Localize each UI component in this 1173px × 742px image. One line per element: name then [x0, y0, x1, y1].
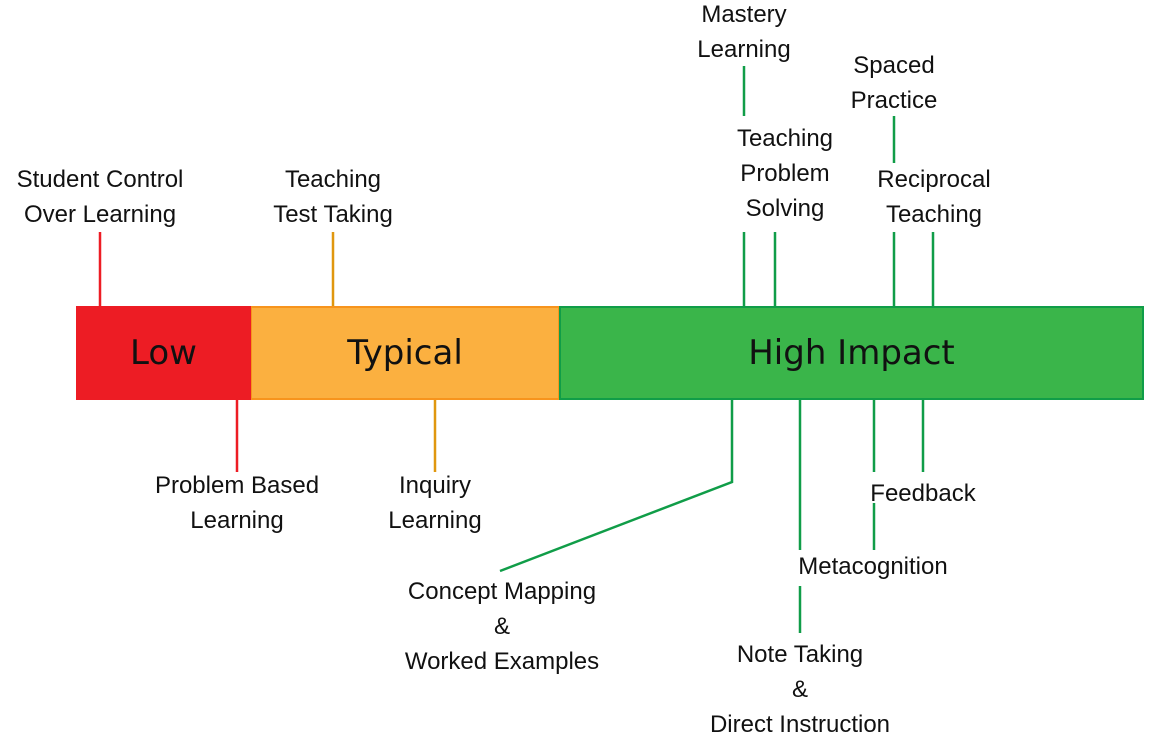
label-problem-based-learning: Problem Based Learning: [154, 472, 320, 534]
label-feedback: Feedback: [870, 480, 976, 507]
segment-high-impact: High Impact: [559, 306, 1144, 400]
label-reciprocal-teaching: Reciprocal Teaching: [877, 166, 991, 228]
segment-typical-label: Typical: [347, 333, 463, 373]
segment-high-impact-label: High Impact: [748, 333, 955, 373]
segment-low-label: Low: [130, 333, 197, 373]
label-concept-mapping: Concept Mapping & Worked Examples: [404, 578, 600, 675]
label-student-control: Student Control Over Learning: [16, 166, 184, 228]
label-teaching-test-taking: Teaching Test Taking: [273, 166, 393, 228]
label-mastery-learning: Mastery Learning: [697, 1, 791, 63]
segment-low: Low: [76, 306, 251, 400]
label-spaced-practice: Spaced Practice: [850, 52, 938, 114]
segment-typical: Typical: [251, 306, 560, 400]
label-teaching-problem-solving: Teaching Problem Solving: [736, 125, 834, 222]
label-inquiry-learning: Inquiry Learning: [388, 472, 482, 534]
label-note-taking: Note Taking & Direct Instruction: [709, 641, 891, 738]
label-metacognition: Metacognition: [798, 553, 948, 580]
